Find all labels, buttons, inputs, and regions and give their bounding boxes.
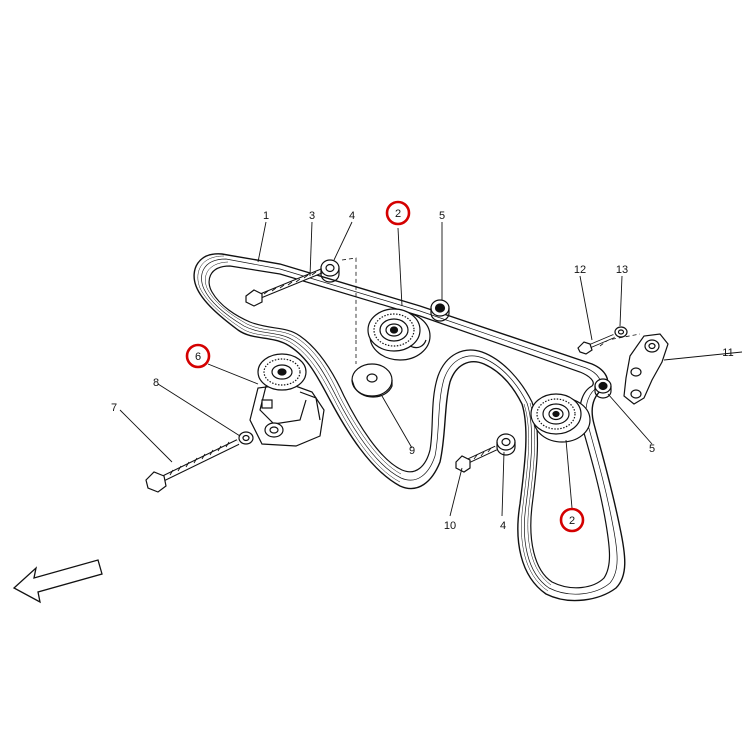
idler-pulley-lower [530, 393, 591, 443]
callout-8: 8 [153, 377, 159, 389]
pulley-bolt-short [455, 445, 498, 473]
front-direction-arrow [12, 559, 103, 604]
highlight-ring-2-upper [385, 200, 411, 226]
callout-labels: 1 3 4 2 5 12 13 11 6 8 7 9 5 10 4 2 [111, 208, 734, 532]
spacer-lower-right [594, 378, 612, 399]
bracket-washer [614, 326, 628, 338]
callout-4: 4 [500, 520, 506, 532]
serpentine-belt [193, 253, 626, 602]
spacer-washer-upper [320, 259, 340, 283]
highlight-ring-2-lower [559, 507, 585, 533]
bracket-bolt [577, 334, 615, 355]
callout-13: 13 [616, 264, 628, 276]
spacer-upper [430, 299, 450, 322]
tensioner-bolt [145, 439, 240, 493]
callout-3: 3 [309, 210, 315, 222]
callout-2: 2 [569, 515, 575, 527]
callout-2: 2 [395, 208, 401, 220]
pulley-bolt-long [245, 267, 325, 307]
leader-lines [119, 221, 743, 517]
highlight-ring-6 [185, 343, 211, 369]
callout-7: 7 [111, 402, 117, 414]
callout-9: 9 [409, 445, 415, 457]
washer [238, 431, 254, 445]
belt-tensioner [249, 353, 325, 447]
idler-pulley-upper [367, 308, 431, 361]
idler-bracket [623, 333, 669, 405]
callout-6: 6 [195, 351, 201, 363]
pulley-dust-cover [351, 363, 393, 398]
spacer-washer-lower [496, 433, 516, 456]
highlight-rings [185, 200, 585, 533]
callout-1: 1 [263, 210, 269, 222]
callout-5: 5 [439, 210, 445, 222]
callout-5: 5 [649, 443, 655, 455]
callout-10: 10 [444, 520, 456, 532]
callout-11: 11 [722, 347, 733, 359]
callout-4: 4 [349, 210, 355, 222]
callout-12: 12 [574, 264, 586, 276]
